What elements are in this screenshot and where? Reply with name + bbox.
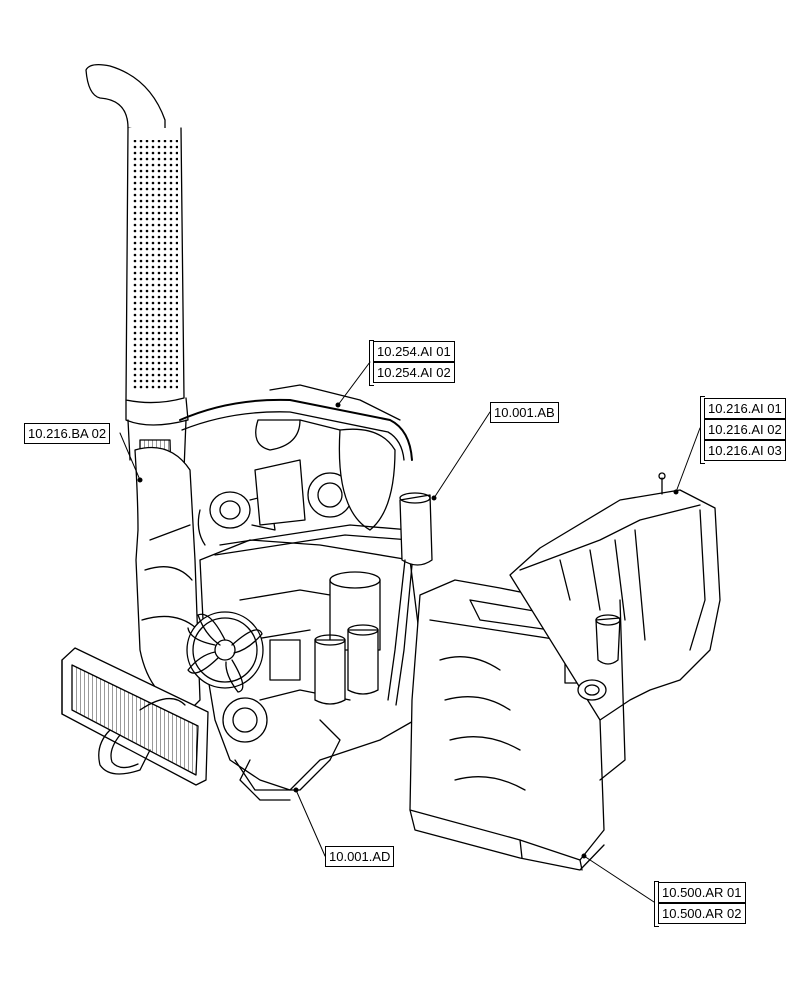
bracket-216ai bbox=[700, 396, 705, 464]
filler-neck bbox=[577, 614, 621, 701]
callout-10-500-ar-01[interactable]: 10.500.AR 01 bbox=[658, 882, 746, 903]
callout-10-500-ar-02[interactable]: 10.500.AR 02 bbox=[658, 903, 746, 924]
air-intake-pipe bbox=[179, 384, 413, 556]
callout-10-216-ba-02[interactable]: 10.216.BA 02 bbox=[24, 423, 111, 444]
bracket-254 bbox=[369, 340, 374, 386]
oil-cooler bbox=[61, 647, 209, 786]
rear-tank bbox=[509, 472, 721, 781]
callout-10-001-ab[interactable]: 10.001.AB bbox=[490, 402, 559, 423]
oil-filter bbox=[314, 571, 381, 705]
callout-10-254-ai-01[interactable]: 10.254.AI 01 bbox=[373, 341, 455, 362]
callout-10-216-ai-03[interactable]: 10.216.AI 03 bbox=[704, 440, 786, 461]
callout-10-216-ai-02[interactable]: 10.216.AI 02 bbox=[704, 419, 786, 440]
turbocharger bbox=[197, 459, 353, 546]
bracket-500 bbox=[654, 881, 659, 927]
cooling-fan bbox=[186, 611, 268, 743]
breather-canister bbox=[387, 492, 433, 706]
callout-10-254-ai-02[interactable]: 10.254.AI 02 bbox=[373, 362, 455, 383]
callout-10-216-ai-01[interactable]: 10.216.AI 01 bbox=[704, 398, 786, 419]
callout-10-001-ad[interactable]: 10.001.AD bbox=[325, 846, 395, 867]
aftertreatment-body bbox=[134, 446, 201, 711]
leader-lines bbox=[119, 361, 701, 903]
